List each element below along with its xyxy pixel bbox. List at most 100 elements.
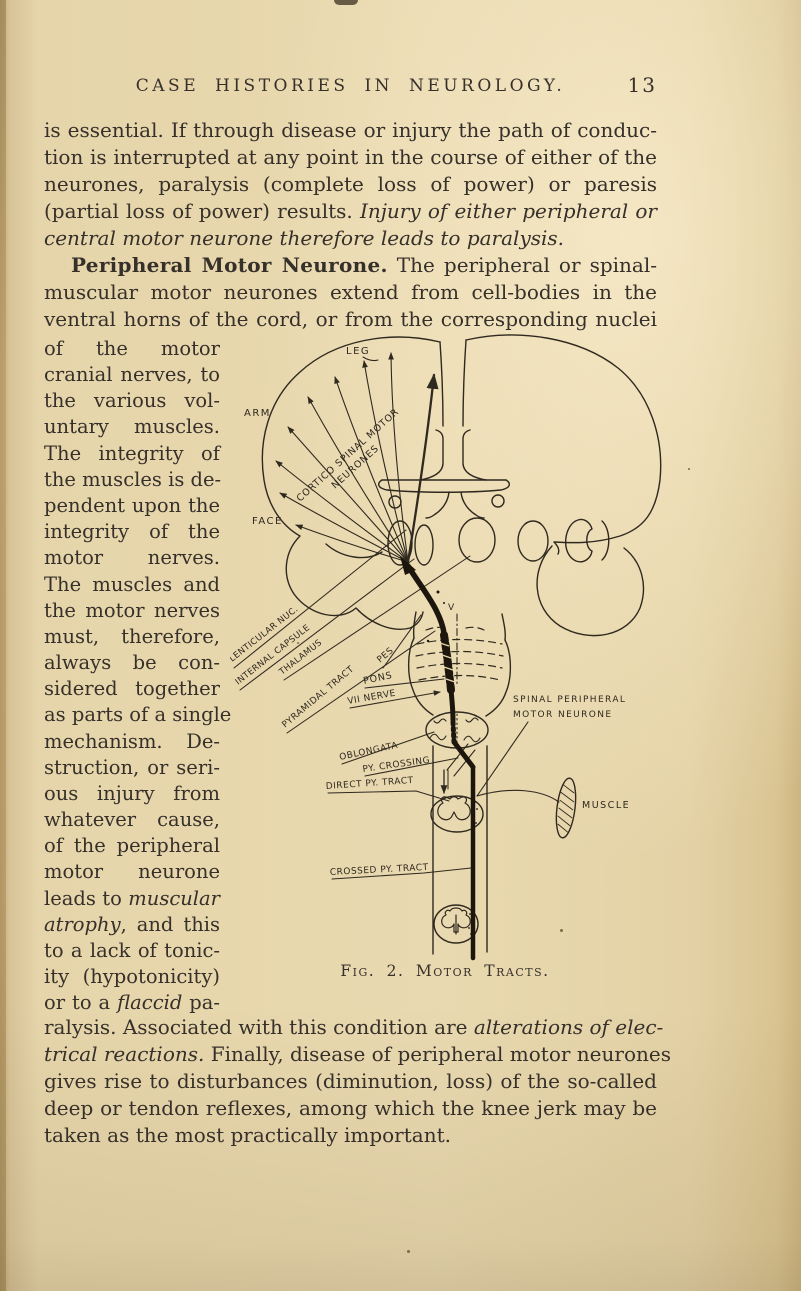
text-line: to a lack of tonic- [44,939,220,962]
figure-label-spinal-peripheral-line2: MOTOR NEURONE [513,710,613,720]
text-line: leads to muscular [44,886,220,912]
spinal-peripheral-leader [476,721,529,797]
tract-hatch-ticks [439,642,456,683]
text-line: atrophy, and this [44,912,220,938]
fornix-stem [460,491,485,519]
text-line: Peripheral Motor Neurone. The peripheral… [44,252,657,279]
paper-speck [688,468,690,470]
text-line: gives rise to disturbances (diminution, … [44,1068,657,1095]
motor-tracts-figure: LEG ARM FACE CORTICO SPINAL MOTOR NEURON… [230,334,662,961]
olive-squiggle [429,733,447,741]
text-line: whatever cause, [44,808,220,831]
text-run: leads to [44,887,129,910]
figure-label-pons: PONS [362,670,393,687]
lateral-fissure-curve [325,543,383,559]
gray-matter-butterfly [437,796,471,821]
text-line: ous injury from [44,782,220,805]
fornix-stem [425,491,450,519]
figure-label-leg: LEG [346,346,370,357]
running-title: CASE HISTORIES IN NEUROLOGY. [135,76,566,96]
text-run: Finally, disease of peripheral motor neu… [204,1042,671,1066]
paper-speck [560,929,563,932]
text-run: neurones, paralysis (complete loss of po… [44,172,657,196]
text-run: The peripheral or spinal- [387,253,657,277]
paper-speck [407,1250,410,1253]
figure-label-muscle: MUSCLE [582,800,630,811]
midline-structure [419,429,444,481]
text-run: muscular motor neurones extend from cell… [44,280,657,304]
scan-artifact [334,0,358,5]
cord-section [430,795,484,833]
figure-label-spinal-peripheral-line1: SPINAL PERIPHERAL [513,695,626,705]
basal-ganglia-oval [517,520,549,562]
text-line: sidered together [44,677,220,700]
italic-text-run: central motor neurone therefore leads to… [44,226,565,250]
text-line: muscular motor neurones extend from cell… [44,279,657,306]
muscle-spindle [555,777,577,839]
basal-ganglia-bracket [601,520,610,561]
figure-caption: Fig. 2. Motor Tracts. [340,962,550,980]
text-run: pa- [182,991,220,1014]
label-leaders [233,356,472,880]
text-run: deep or tendon reflexes, among which the… [44,1096,657,1120]
italic-text-run: trical reactions. [44,1042,205,1066]
text-line: of the peripheral [44,834,220,857]
text-run: ventral horns of the cord, or from the c… [44,307,657,331]
text-line: deep or tendon reflexes, among which the… [44,1095,657,1122]
text-run: taken as the most practically important. [44,1123,451,1147]
ink-specks [400,556,478,935]
corpus-callosum-shelf [386,489,502,493]
text-line: mechanism. De- [44,730,220,753]
corpus-callosum-shelf [378,479,388,491]
text-run: ralysis. Associated with this condition … [44,1015,474,1039]
gray-matter-butterfly [441,907,471,933]
text-run: is essential. If through disease or inju… [44,118,657,142]
text-line: trical reactions. Finally, disease of pe… [44,1041,671,1068]
text-line: (partial loss of power) results. Injury … [44,198,657,225]
text-line: ralysis. Associated with this condition … [44,1014,663,1041]
paper-speck [297,642,299,644]
page-number: 13 [627,73,657,97]
decussation-fiber [453,749,476,777]
text-line: is essential. If through disease or inju… [44,117,657,144]
midline-structure [462,429,487,481]
midline-structure [439,341,444,427]
text-line: ventral horns of the cord, or from the c… [44,306,657,333]
right-hemisphere-outline [465,334,662,555]
text-line: the muscles is de- [44,468,222,491]
olive-squiggle [465,717,479,723]
figure-label-oblongata: OBLONGATA [339,741,400,763]
text-line: The integrity of [44,442,220,465]
text-line: motor neurone [44,860,220,883]
motor-axon-to-muscle [476,789,560,803]
decussation-fiber [446,743,469,771]
pons-outline [407,637,434,716]
olive-squiggle [463,735,481,743]
text-line: motor nerves. [44,546,220,569]
text-line: the motor nerves [44,599,220,622]
text-line: integrity of the [44,520,220,543]
italic-text-run: atrophy [44,913,121,936]
figure-label-v: V [448,603,455,613]
figure-label-direct-py-tract: DIRECT PY. TRACT [326,776,414,792]
text-line: the various vol- [44,389,220,412]
text-line: must, therefore, [44,625,220,648]
text-line: always be con- [44,651,220,674]
text-run: (partial loss of power) results. [44,199,360,223]
right-temporal-outline [536,545,645,637]
text-run: gives rise to disturbances (diminution, … [44,1069,657,1093]
cortico-spinal-fan [275,352,439,564]
basal-ganglia-oval [458,517,496,563]
bold-text-run: Peripheral Motor Neurone. [71,253,388,277]
italic-text-run: Injury of either peripheral or [359,199,657,223]
corpus-callosum-shelf [500,479,510,491]
pons-outline [485,639,512,717]
text-line: The muscles and [44,573,220,596]
italic-text-run: muscular [128,887,220,910]
figure-label-py-crossing: PY. CROSSING [362,756,431,775]
text-line: ity (hypotonicity) [44,965,220,988]
text-line: neurones, paralysis (complete loss of po… [44,171,657,198]
text-line: untary muscles. [44,415,220,438]
ventricle-circle [388,495,402,509]
